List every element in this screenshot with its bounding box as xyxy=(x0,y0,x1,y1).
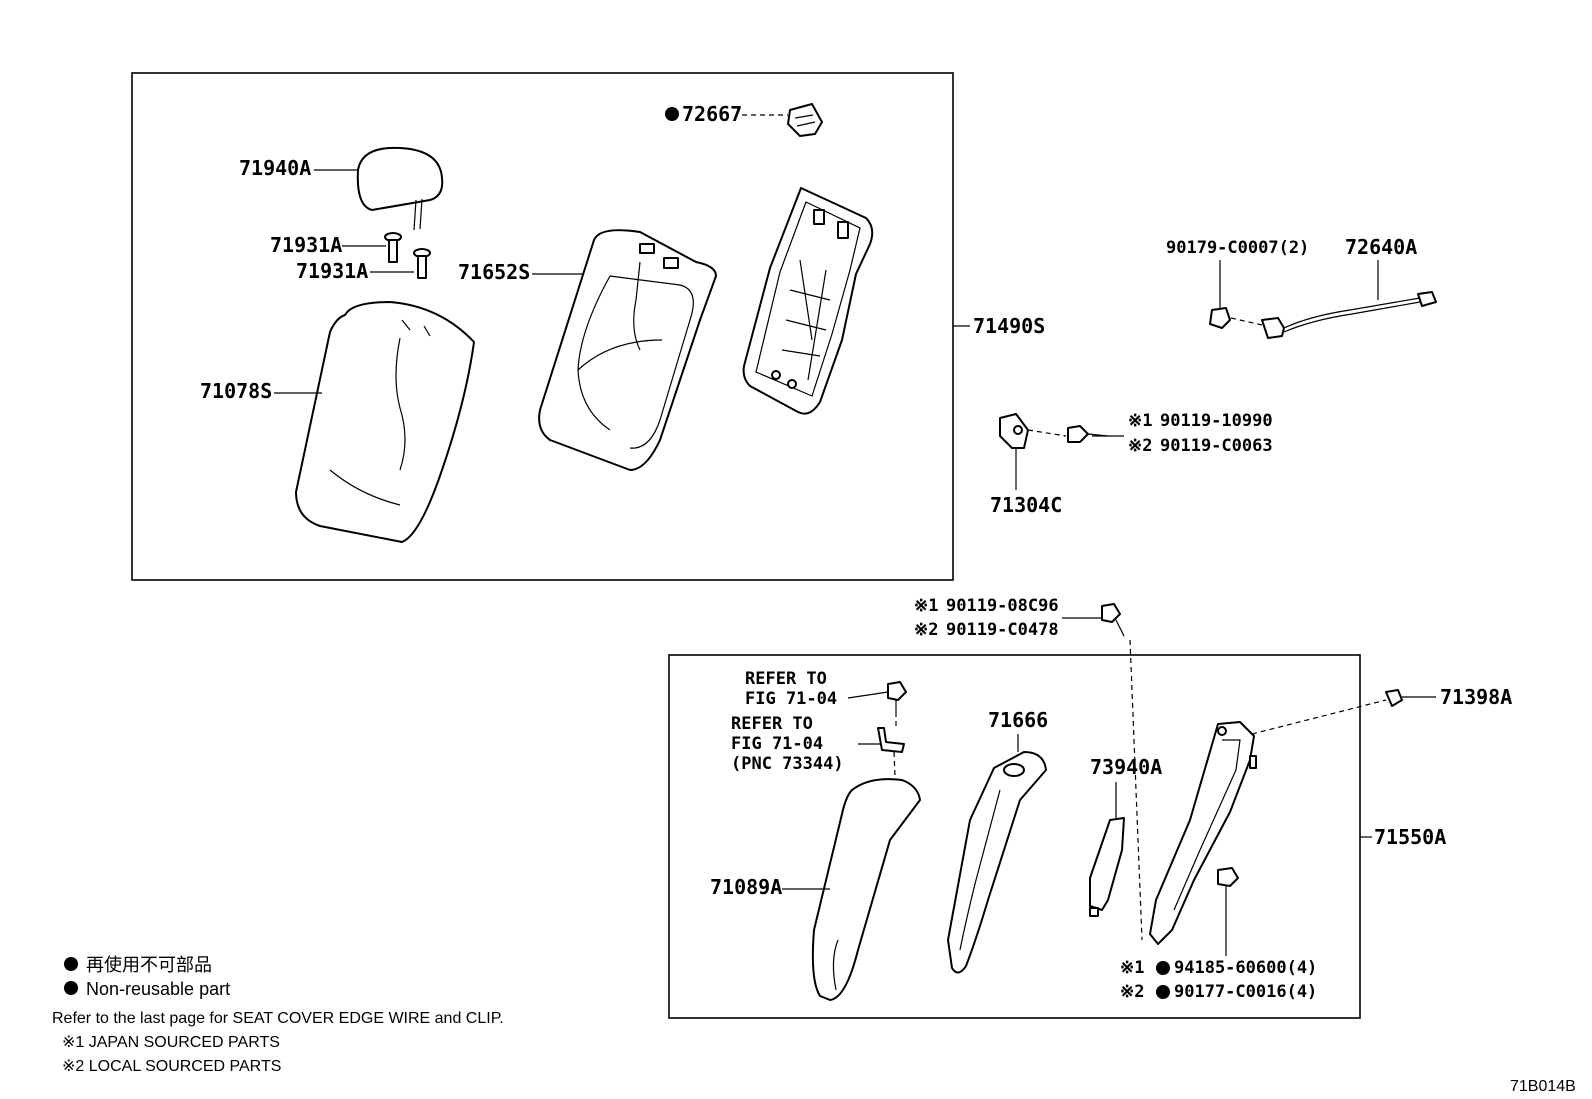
clip-71398A-drawing xyxy=(1385,689,1403,707)
label-71304C: 71304C xyxy=(990,493,1062,517)
label-71931A-lower: 71931A xyxy=(296,259,368,283)
part-71666-drawing xyxy=(947,751,1047,974)
part-71089A-drawing xyxy=(811,778,921,1001)
label-mark1-90119-10990: ※1 xyxy=(1128,411,1152,431)
label-mark2-90119-C0063: ※2 xyxy=(1128,436,1152,456)
legend-nonreusable-jp: 再使用不可部品 xyxy=(86,955,212,975)
part-71652S-drawing xyxy=(538,229,717,471)
label-90119-C0063: 90119-C0063 xyxy=(1160,436,1273,456)
label-90179-C0007: 90179-C0007(2) xyxy=(1166,238,1309,258)
legend-dot-en xyxy=(64,981,78,995)
part-73940A-drawing xyxy=(1089,817,1125,917)
label-71089A: 71089A xyxy=(710,875,782,899)
label-90119-10990: 90119-10990 xyxy=(1160,411,1273,431)
label-71398A: 71398A xyxy=(1440,685,1512,709)
refer-note-2-line3: (PNC 73344) xyxy=(731,754,844,774)
part-71940A-drawing xyxy=(356,146,444,231)
label-71078S: 71078S xyxy=(200,379,272,403)
legend-dot-jp xyxy=(64,957,78,971)
legend-japan-sourced: ※1 JAPAN SOURCED PARTS xyxy=(62,1034,280,1051)
part-72640A-drawing xyxy=(1209,291,1437,339)
part-71078S-drawing xyxy=(295,301,475,543)
legend-local-sourced: ※2 LOCAL SOURCED PARTS xyxy=(62,1058,281,1075)
nonreusable-dot-72667 xyxy=(665,107,679,121)
figure-id: 71B014B xyxy=(1510,1078,1576,1095)
part-71304C-drawing xyxy=(999,413,1109,449)
label-71652S: 71652S xyxy=(458,260,530,284)
label-73940A: 73940A xyxy=(1090,755,1162,779)
label-mark2-90177: ※2 xyxy=(1120,982,1144,1002)
label-71550A: 71550A xyxy=(1374,825,1446,849)
refer-note-1-line1: REFER TO xyxy=(745,669,827,689)
part-71550A-drawing xyxy=(1149,721,1257,945)
label-90119-C0478: 90119-C0478 xyxy=(946,620,1059,640)
label-72640A: 72640A xyxy=(1345,235,1417,259)
bolt-clip-71089A-drawing xyxy=(877,681,907,753)
label-90177-C0016: 90177-C0016(4) xyxy=(1174,982,1317,1002)
label-mark2-90119-C0478: ※2 xyxy=(914,620,938,640)
label-94185-60600: 94185-60600(4) xyxy=(1174,958,1317,978)
part-71931A-drawing xyxy=(384,232,431,279)
refer-note-2-line1: REFER TO xyxy=(731,714,813,734)
label-90119-08C96: 90119-08C96 xyxy=(946,596,1059,616)
part-72667-drawing xyxy=(787,103,823,137)
part-frame-drawing xyxy=(742,187,874,415)
label-mark1-94185: ※1 xyxy=(1120,958,1144,978)
bolt-90119-08C96-drawing xyxy=(1101,603,1125,637)
label-72667: 72667 xyxy=(682,102,742,126)
label-mark1-90119-08C96: ※1 xyxy=(914,596,938,616)
nut-94185-drawing xyxy=(1217,867,1239,887)
refer-note-2-line2: FIG 71-04 xyxy=(731,734,823,754)
legend-nonreusable-en: Non-reusable part xyxy=(86,979,230,999)
label-71940A: 71940A xyxy=(239,156,311,180)
label-71931A-upper: 71931A xyxy=(270,233,342,257)
nonreusable-dot-90177 xyxy=(1156,985,1170,999)
refer-note-1-line2: FIG 71-04 xyxy=(745,689,837,709)
label-71490S: 71490S xyxy=(973,314,1045,338)
nonreusable-dot-94185 xyxy=(1156,961,1170,975)
legend-refer-note: Refer to the last page for SEAT COVER ED… xyxy=(52,1010,504,1027)
label-71666: 71666 xyxy=(988,708,1048,732)
